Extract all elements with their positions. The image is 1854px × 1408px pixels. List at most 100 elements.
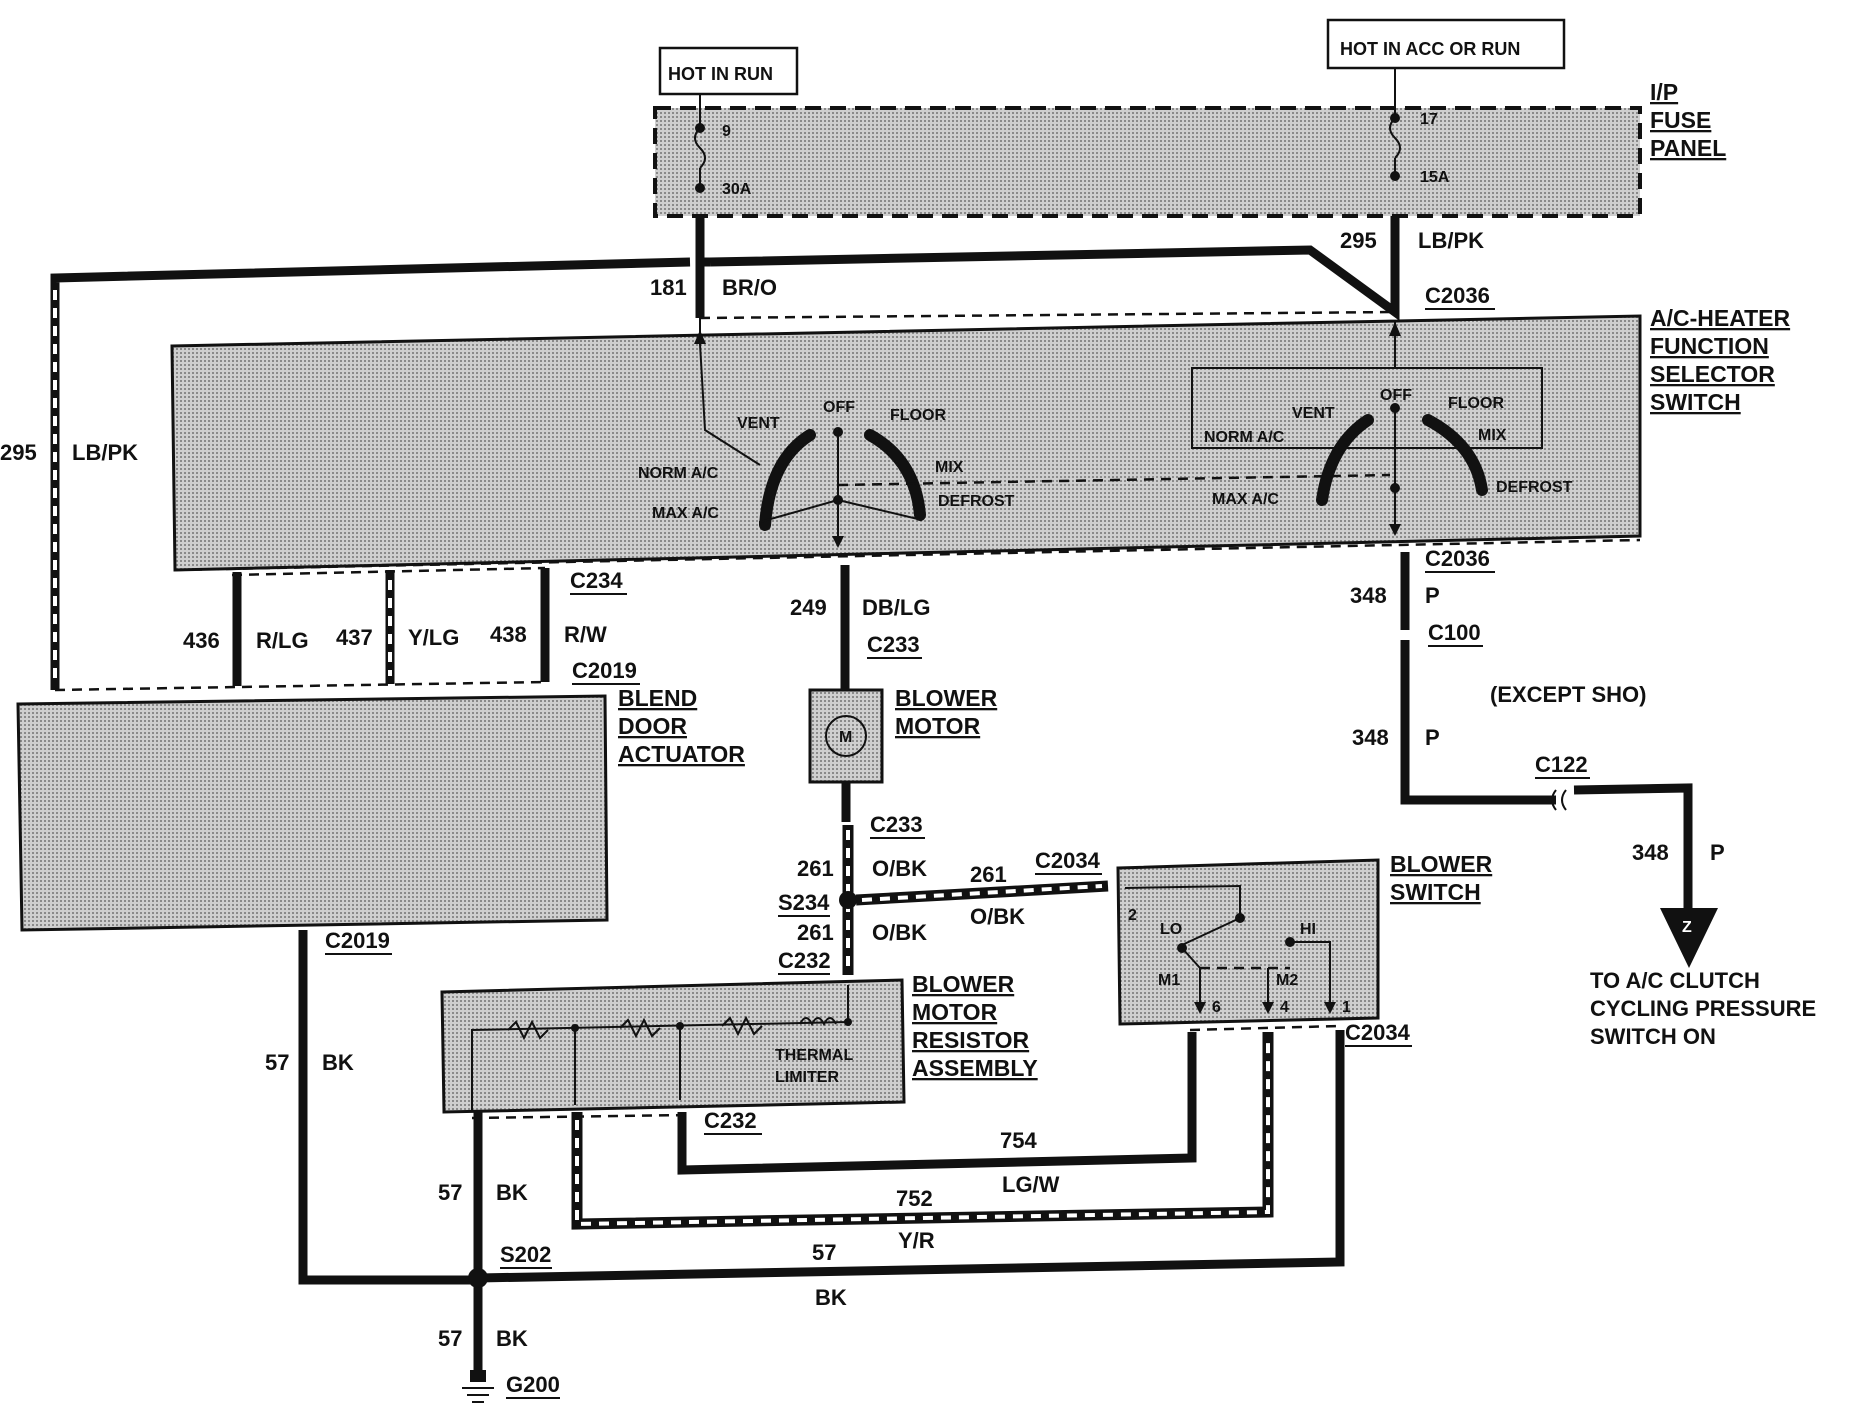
- wire-261-to-switch: [855, 880, 1109, 906]
- thermal-limiter-label-2: LIMITER: [775, 1069, 839, 1086]
- splice-s234: [839, 891, 857, 909]
- wire-57-blend-door: [298, 930, 478, 1285]
- motor-symbol: M: [839, 729, 852, 746]
- blower-switch-m2: M2: [1276, 972, 1298, 989]
- svg-text:ASSEMBLY: ASSEMBLY: [912, 1055, 1038, 1081]
- blower-switch-m1: M1: [1158, 972, 1180, 989]
- wire-436-number: 436: [183, 628, 220, 653]
- fuse-9: 9 30A: [694, 108, 752, 198]
- wire-249-color: DB/LG: [862, 595, 930, 620]
- blower-switch-pin-6: 6: [1212, 999, 1221, 1016]
- left-norm-ac-label: NORM A/C: [638, 465, 719, 482]
- blower-motor-resistor-assembly: THERMAL LIMITER: [440, 978, 906, 1114]
- wire-348-to-clutch: [1573, 783, 1693, 908]
- right-defrost-label: DEFROST: [1496, 479, 1573, 496]
- blower-motor-title: BLOWER MOTOR: [895, 685, 998, 739]
- connector-c233-bottom: C233: [870, 812, 923, 837]
- svg-text:SELECTOR: SELECTOR: [1650, 361, 1775, 387]
- svg-text:FUSE: FUSE: [1650, 107, 1711, 133]
- right-off-label: OFF: [1380, 387, 1412, 404]
- svg-text:A/C-HEATER: A/C-HEATER: [1650, 305, 1791, 331]
- wire-438-color: R/W: [564, 622, 607, 647]
- wire-249-number: 249: [790, 595, 827, 620]
- wire-754: [677, 1032, 1197, 1175]
- svg-text:TO A/C CLUTCH: TO A/C CLUTCH: [1590, 968, 1760, 993]
- destination-note: TO A/C CLUTCH CYCLING PRESSURE SWITCH ON: [1590, 968, 1816, 1049]
- wire-261a-number: 261: [797, 856, 834, 881]
- connector-c233-top: C233: [867, 632, 920, 657]
- wire-348c-color: P: [1710, 840, 1725, 865]
- wire-348b-number: 348: [1352, 725, 1389, 750]
- svg-text:30A: 30A: [722, 181, 752, 198]
- right-vent-label: VENT: [1292, 405, 1335, 422]
- blower-switch-pin-4: 4: [1280, 999, 1289, 1016]
- wire-57a-number: 57: [265, 1050, 289, 1075]
- right-norm-ac-label: NORM A/C: [1204, 429, 1285, 446]
- wire-348c-number: 348: [1632, 840, 1669, 865]
- connector-c122: C122: [1535, 752, 1588, 777]
- wire-295-top-color: LB/PK: [1418, 228, 1484, 253]
- wire-261c-color: O/BK: [970, 904, 1025, 929]
- hot-in-acc-or-run-label: HOT IN ACC OR RUN: [1326, 18, 1566, 70]
- wire-754-color: LG/W: [1002, 1172, 1060, 1197]
- wire-295-left-color: LB/PK: [72, 440, 138, 465]
- wire-57c-number: 57: [812, 1240, 836, 1265]
- wire-752-color: Y/R: [898, 1228, 935, 1253]
- svg-text:BLOWER: BLOWER: [1390, 851, 1493, 877]
- left-vent-label: VENT: [737, 415, 780, 432]
- connector-c2019-bottom: C2019: [325, 928, 390, 953]
- connector-c100: C100: [1428, 620, 1481, 645]
- splice-s202: [468, 1268, 488, 1288]
- wire-261c-number: 261: [970, 862, 1007, 887]
- ac-heater-function-selector-switch: VENT OFF FLOOR NORM A/C MIX MAX A/C DEFR…: [170, 310, 1642, 572]
- wire-348a-number: 348: [1350, 583, 1387, 608]
- wire-437-number: 437: [336, 625, 373, 650]
- svg-text:BLEND: BLEND: [618, 685, 697, 711]
- connector-s234: S234: [778, 890, 830, 915]
- thermal-limiter-label-1: THERMAL: [775, 1047, 853, 1064]
- connector-c232-top: C232: [778, 948, 831, 973]
- wire-261b-color: O/BK: [872, 920, 927, 945]
- left-mix-label: MIX: [935, 459, 964, 476]
- svg-text:DOOR: DOOR: [618, 713, 687, 739]
- wire-754-number: 754: [1000, 1128, 1037, 1153]
- connector-c2036-bottom: C2036: [1425, 546, 1490, 571]
- left-max-ac-label: MAX A/C: [652, 505, 719, 522]
- wire-295-left-run: [50, 257, 691, 690]
- connector-c2019-top: C2019: [572, 658, 637, 683]
- except-sho-note: (EXCEPT SHO): [1490, 682, 1646, 707]
- wire-181-color: BR/O: [722, 275, 777, 300]
- resistor-title: BLOWER MOTOR RESISTOR ASSEMBLY: [912, 971, 1038, 1081]
- svg-text:FUNCTION: FUNCTION: [1650, 333, 1769, 359]
- wire-261b-number: 261: [797, 920, 834, 945]
- svg-text:15A: 15A: [1420, 169, 1450, 186]
- svg-text:MOTOR: MOTOR: [912, 999, 998, 1025]
- connector-c234: C234: [570, 568, 623, 593]
- wire-436-color: R/LG: [256, 628, 309, 653]
- svg-text:HOT IN RUN: HOT IN RUN: [668, 64, 773, 84]
- blower-switch: 2 LO HI M1 M2 6 4 1: [1116, 858, 1380, 1026]
- wire-57b-number: 57: [438, 1180, 462, 1205]
- svg-text:HOT IN ACC OR RUN: HOT IN ACC OR RUN: [1340, 39, 1520, 59]
- wire-181-number: 181: [650, 275, 687, 300]
- connector-s202: S202: [500, 1242, 551, 1267]
- svg-text:17: 17: [1420, 111, 1438, 128]
- svg-text:SWITCH: SWITCH: [1390, 879, 1481, 905]
- continuation-arrow-z: Z: [1660, 908, 1718, 968]
- blend-door-title: BLEND DOOR ACTUATOR: [618, 685, 745, 767]
- svg-text:9: 9: [722, 123, 731, 140]
- fuse-panel-title: I/P FUSE PANEL: [1650, 79, 1726, 161]
- fuse-17: 17 15A: [1389, 84, 1450, 186]
- svg-text:MOTOR: MOTOR: [895, 713, 981, 739]
- svg-text:CYCLING PRESSURE: CYCLING PRESSURE: [1590, 996, 1816, 1021]
- wire-295: [709, 216, 1400, 321]
- svg-text:I/P: I/P: [1650, 79, 1678, 105]
- blower-switch-hi: HI: [1300, 921, 1316, 938]
- wire-348b-color: P: [1425, 725, 1440, 750]
- connector-g200: G200: [506, 1372, 560, 1397]
- blower-switch-pin-1: 1: [1342, 999, 1351, 1016]
- left-off-label: OFF: [823, 399, 855, 416]
- svg-text:SWITCH ON: SWITCH ON: [1590, 1024, 1716, 1049]
- wire-57-ground-bus: [477, 1030, 1345, 1283]
